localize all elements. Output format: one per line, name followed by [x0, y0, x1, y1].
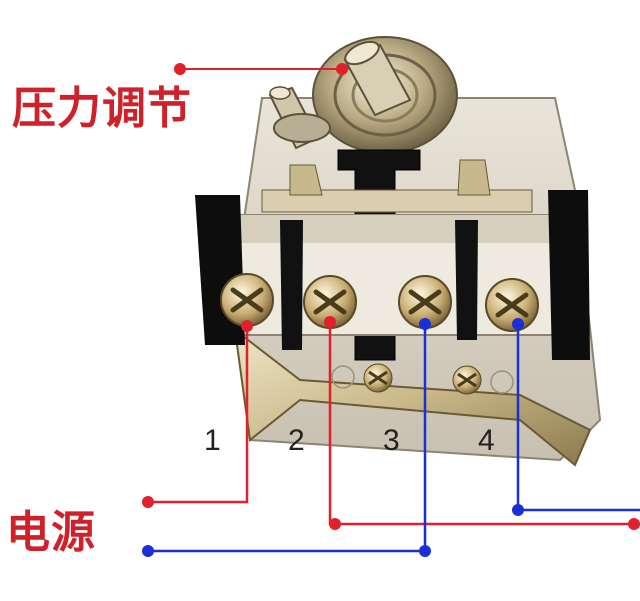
- ground-symbol-left: [331, 365, 355, 389]
- red-wire-terminal-1: [148, 326, 249, 504]
- terminal-screw-2: [303, 275, 357, 329]
- terminal-screw-4: [485, 278, 539, 332]
- terminal-number-3: 3: [383, 424, 400, 457]
- right-black-clip: [548, 190, 590, 360]
- power-label: 电源: [6, 507, 96, 558]
- pressure-adjust-label: 压力调节: [12, 83, 192, 134]
- terminal-number-2: 2: [288, 424, 305, 457]
- terminal-number-1: 1: [204, 424, 221, 457]
- terminal-screw-1: [220, 273, 274, 327]
- ground-symbol-right: [490, 370, 514, 394]
- terminal-number-4: 4: [478, 424, 495, 457]
- ground-screw-left: [363, 363, 393, 393]
- ground-screw-right: [452, 365, 482, 395]
